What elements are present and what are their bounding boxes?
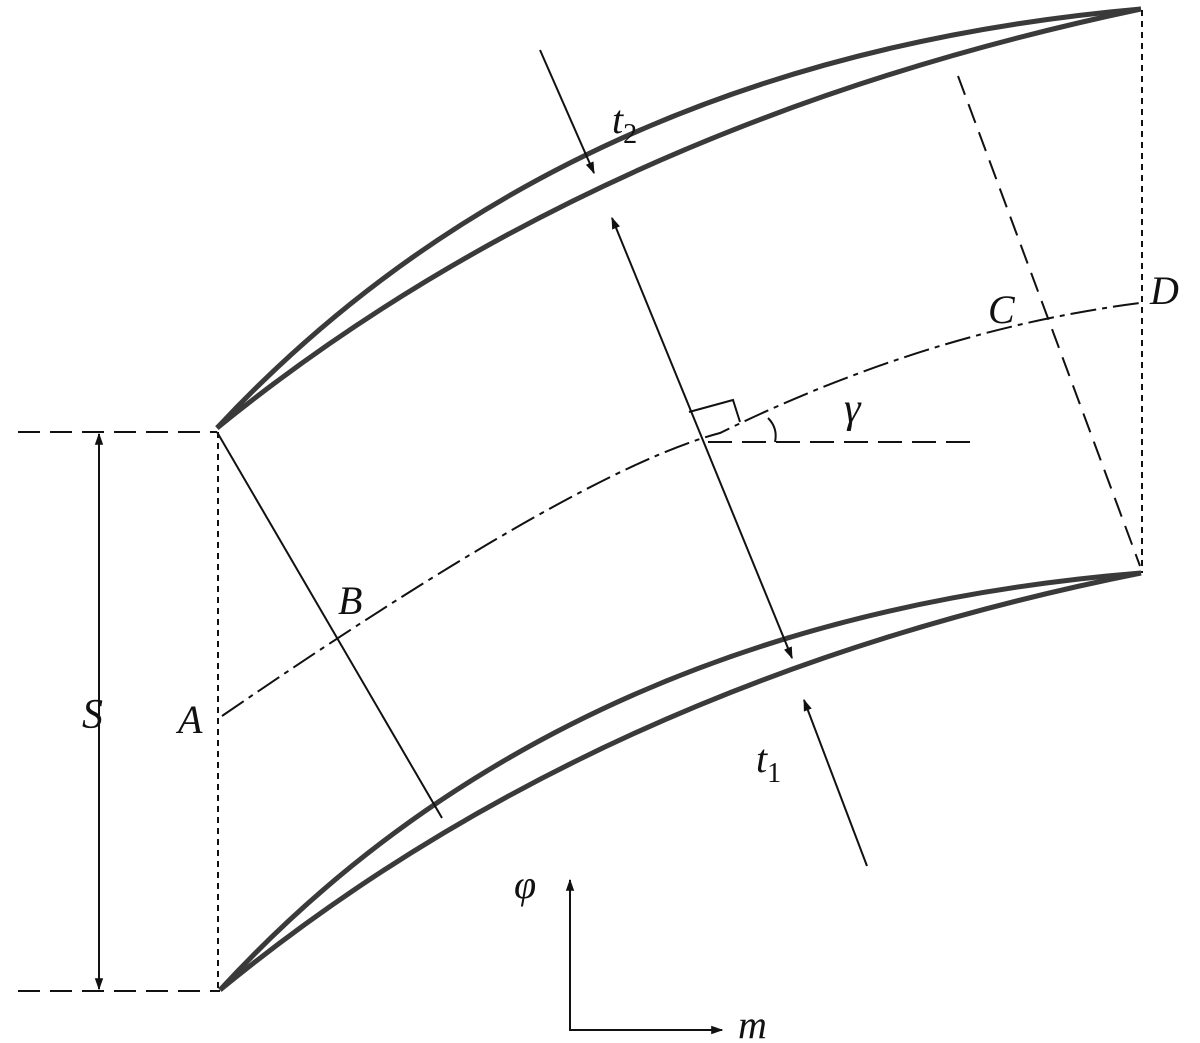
label-m: m <box>738 1002 767 1043</box>
label-t2-subscript: 2 <box>623 119 637 150</box>
t1-thickness-arrow <box>803 698 868 867</box>
outlet-throat-line <box>957 75 1141 567</box>
label-D: D <box>1149 268 1179 313</box>
label-B: B <box>338 578 362 623</box>
label-A: A <box>175 697 203 742</box>
label-t2: t2 <box>612 97 637 150</box>
label-t1-subscript: 1 <box>767 758 781 789</box>
right-angle-marker <box>688 398 741 423</box>
label-S: S <box>82 692 103 738</box>
upper-blade <box>215 6 1142 430</box>
label-phi: φ <box>514 862 536 907</box>
t2-thickness-arrow <box>539 49 595 175</box>
label-gamma: γ <box>844 386 862 432</box>
passage-width-arrow <box>611 216 793 660</box>
mean-passage-line <box>221 302 1141 717</box>
lower-blade <box>218 570 1142 992</box>
inlet-throat-line <box>216 431 443 819</box>
label-t1: t1 <box>756 736 781 789</box>
label-C: C <box>988 287 1016 332</box>
gamma-angle-arc <box>767 417 777 443</box>
